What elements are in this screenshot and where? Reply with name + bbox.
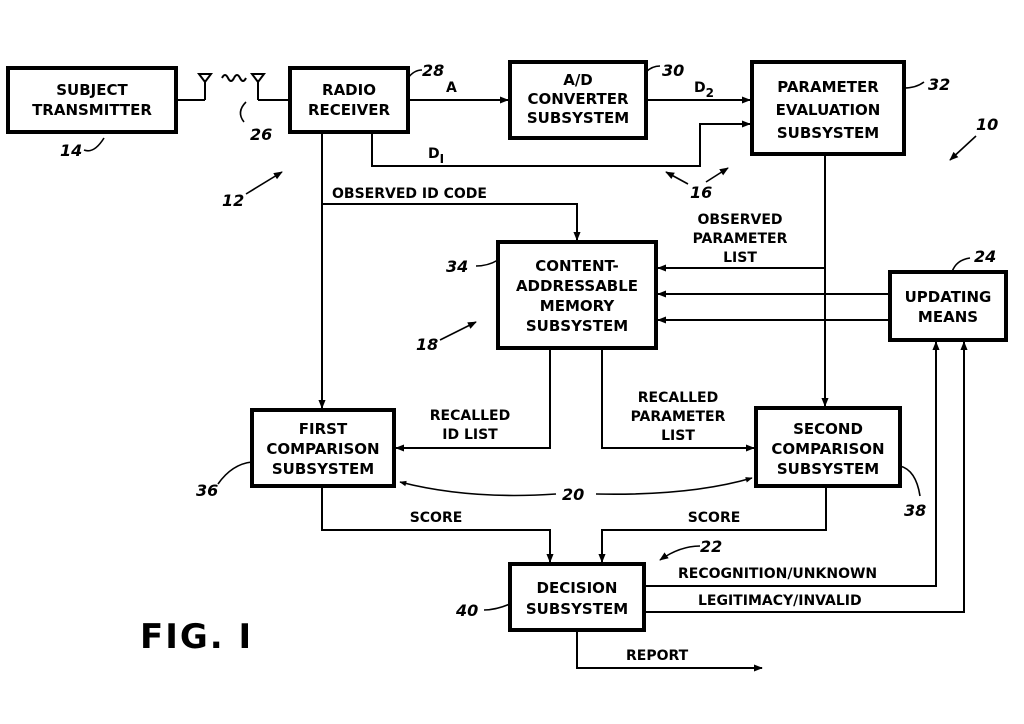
ref-32-label: 32 [928,75,950,94]
ad-converter-line-1: A/D [563,71,593,89]
content-addressable-memory-block: CONTENT- ADDRESSABLE MEMORY SUBSYSTEM [496,240,658,350]
recalled-id-list-connector [395,348,551,452]
ref-28-label: 28 [422,61,444,80]
cam-line-1: CONTENT- [535,257,619,275]
ref-18-label: 18 [416,335,438,354]
ref-34: 34 [446,257,499,276]
second-comparison-line-1: SECOND [793,420,863,438]
ref-38-label: 38 [904,501,926,520]
ref-30: 30 [645,61,684,80]
ref-28: 28 [407,61,444,80]
recalled-id-list-label-1: RECALLED [430,408,510,424]
decision-block: DECISION SUBSYSTEM [508,562,646,632]
ref-36-label: 36 [196,481,218,500]
first-comparison-line-3: SUBSYSTEM [272,460,374,478]
second-comparison-line-2: COMPARISON [771,440,884,458]
score-right-label: SCORE [688,510,741,526]
decision-line-1: DECISION [537,579,618,597]
updating-means-line-1: UPDATING [905,288,992,306]
signal-d1-label: DI [428,146,444,166]
first-comparison-block: FIRST COMPARISON SUBSYSTEM [250,408,396,488]
ref-26-label: 26 [250,125,272,144]
report-connector [576,630,763,672]
radio-receiver-block: RADIO RECEIVER [288,66,410,134]
ref-34-label: 34 [446,257,468,276]
first-comparison-line-1: FIRST [299,420,348,438]
ref-24: 24 [951,247,996,273]
ref-38: 38 [899,465,926,520]
ref-10: 10 [949,115,998,161]
subject-transmitter-line-2: TRANSMITTER [32,101,152,119]
ref-14: 14 [60,137,105,160]
ref-12: 12 [222,171,283,210]
radio-waves-icon [221,74,247,82]
ref-12-label: 12 [222,191,244,210]
second-comparison-block: SECOND COMPARISON SUBSYSTEM [754,406,902,488]
parameter-evaluation-line-2: EVALUATION [776,101,881,119]
ref-36: 36 [196,461,253,500]
score-left-connector [321,486,554,563]
score-left-label: SCORE [410,510,463,526]
ref-16: 16 [665,167,729,202]
cam-line-2: ADDRESSABLE [516,277,638,295]
receiver-antenna-icon [250,73,290,101]
ref-22: 22 [659,537,722,561]
ref-32: 32 [903,75,950,94]
observed-parameter-list-label-3: LIST [723,250,757,266]
cam-line-4: SUBSYSTEM [526,317,628,335]
figure-caption: FIG. I [140,617,253,657]
report-label: REPORT [626,648,689,664]
updating-means-connectors [657,290,890,324]
legitimacy-invalid-label: LEGITIMACY/INVALID [698,593,862,609]
ref-18: 18 [416,321,477,354]
parameter-evaluation-block: PARAMETER EVALUATION SUBSYSTEM [750,60,906,156]
ref-16-label: 16 [690,183,712,202]
ref-10-label: 10 [976,115,998,134]
recognition-unknown-connector [644,341,940,587]
recalled-parameter-list-label-3: LIST [661,428,695,444]
recalled-parameter-list-connector [601,348,755,452]
subject-transmitter-line-1: SUBJECT [56,81,128,99]
updating-means-block: UPDATING MEANS [888,270,1008,342]
updating-means-line-2: MEANS [918,308,978,326]
transmitter-antenna-icon [176,73,213,101]
recognition-unknown-label: RECOGNITION/UNKNOWN [678,566,877,582]
recalled-parameter-list-label-1: RECALLED [638,390,718,406]
ref-30-label: 30 [662,61,684,80]
signal-a-label: A [446,80,457,96]
parameter-evaluation-line-3: SUBSYSTEM [777,124,879,142]
first-comparison-line-2: COMPARISON [266,440,379,458]
subject-transmitter-block: SUBJECT TRANSMITTER [6,66,178,134]
ad-converter-line-2: CONVERTER [527,90,629,108]
ref-20-label: 20 [562,485,584,504]
ref-26: 26 [239,101,272,144]
decision-line-2: SUBSYSTEM [526,600,628,618]
observed-id-code-label: OBSERVED ID CODE [332,186,487,202]
radio-receiver-line-2: RECEIVER [308,101,390,119]
recalled-id-list-label-2: ID LIST [442,427,498,443]
ref-22-label: 22 [700,537,722,556]
ref-40-label: 40 [455,601,478,620]
observed-parameter-list-label-2: PARAMETER [693,231,788,247]
observed-id-code-connector [318,132,581,409]
signal-d1-connector [371,120,751,167]
legitimacy-invalid-connector [644,341,968,613]
ad-converter-line-3: SUBSYSTEM [527,109,629,127]
ref-14-label: 14 [60,141,82,160]
signal-d2-label: D2 [694,80,714,100]
ref-24-label: 24 [974,247,996,266]
ref-40: 40 [455,601,511,620]
observed-parameter-list-connector [657,154,829,407]
second-comparison-line-3: SUBSYSTEM [777,460,879,478]
observed-parameter-list-label-1: OBSERVED [697,212,782,228]
ref-20: 20 [399,477,753,504]
cam-line-3: MEMORY [540,297,616,315]
recalled-parameter-list-label-2: PARAMETER [631,409,726,425]
ad-converter-block: A/D CONVERTER SUBSYSTEM [508,60,648,140]
radio-receiver-line-1: RADIO [322,81,376,99]
score-right-connector [598,486,827,563]
parameter-evaluation-line-1: PARAMETER [777,78,879,96]
